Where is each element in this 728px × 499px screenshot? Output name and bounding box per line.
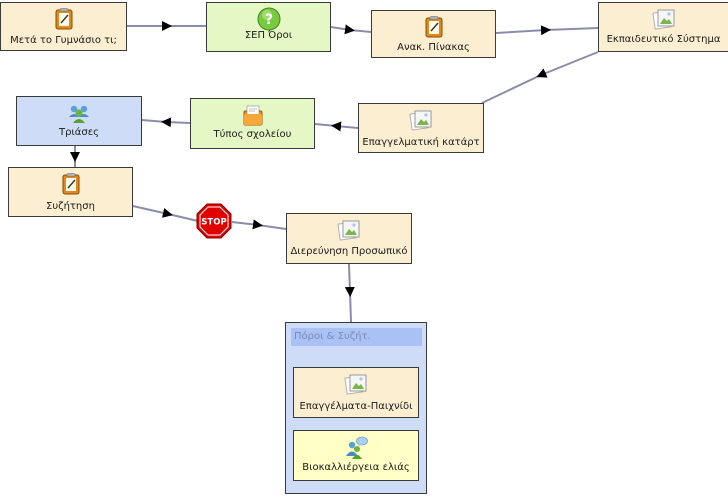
transition-arrow-9	[231, 219, 287, 230]
transition-arrow-10	[344, 263, 355, 323]
node-label: Επαγγελματική κατάρτ	[362, 137, 480, 148]
svg-text:?: ?	[264, 12, 272, 28]
transition-arrow-4	[481, 51, 599, 104]
image-icon	[409, 110, 432, 131]
notepad-icon	[425, 16, 442, 38]
optional-activities-group[interactable]: Πόροι & Συζήτ. Επαγγέλματα-Παιχνίδι Βιοκ…	[285, 322, 427, 494]
transition-arrow-6	[141, 117, 191, 128]
notepad-icon	[55, 8, 72, 30]
chat-icon	[346, 436, 368, 459]
node-label: Τριάσες	[58, 127, 100, 138]
node-label: Βιοκαλλιέργεια ελιάς	[302, 462, 410, 473]
image-icon	[651, 9, 674, 30]
activity-node-ekpaideutiko-systima[interactable]: Εκπαιδευτικό Σύστημα	[598, 2, 728, 52]
image-icon	[344, 374, 367, 395]
condition-node-sep-oroi[interactable]: ? ΣΕΠ Όροι	[206, 2, 331, 52]
grouping-node-triases[interactable]: Τριάσες	[16, 96, 142, 146]
activity-node-epaggelmata-paixnidi[interactable]: Επαγγέλματα-Παιχνίδι	[293, 367, 419, 418]
activity-node-meta-to-gymnasio[interactable]: Μετά το Γυμνάσιο τι;	[0, 2, 127, 51]
transition-arrow-5	[314, 121, 359, 132]
notepad-icon	[62, 173, 79, 195]
group-icon	[69, 105, 89, 123]
transition-arrow-8	[132, 205, 199, 222]
transition-arrow-2	[330, 24, 372, 35]
node-label: Επαγγέλματα-Παιχνίδι	[299, 401, 413, 412]
folder-icon	[243, 105, 262, 126]
image-icon	[337, 220, 360, 241]
group-title: Πόροι & Συζήτ.	[291, 328, 422, 346]
help-icon: ?	[257, 7, 280, 31]
node-label: Μετά το Γυμνάσιο τι;	[10, 35, 117, 46]
node-label: ΣΕΠ Όροι	[244, 30, 293, 41]
transition-arrow-3	[495, 25, 599, 36]
activity-node-epaggelmatiki-katart[interactable]: Επαγγελματική κατάρτ	[358, 103, 484, 153]
stop-sign-icon[interactable]: STOP	[196, 203, 232, 239]
node-label: Τύπος σχολείου	[213, 129, 292, 140]
stop-gate-label: STOP	[201, 218, 226, 228]
node-label: Διερεύνηση Προσωπικό	[290, 246, 408, 257]
node-label: Συζήτηση	[46, 201, 95, 212]
activity-node-anak-pinakas[interactable]: Ανακ. Πίνακας	[371, 10, 496, 58]
activity-node-dierevnisi-prosopiko[interactable]: Διερεύνηση Προσωπικό	[286, 213, 412, 264]
node-label: Ανακ. Πίνακας	[397, 42, 470, 53]
node-label: Εκπαιδευτικό Σύστημα	[606, 34, 721, 45]
chat-node-viokalliergeia-elias[interactable]: Βιοκαλλιέργεια ελιάς	[293, 430, 419, 481]
activity-node-syzitisi[interactable]: Συζήτηση	[8, 167, 133, 217]
condition-node-typos-sxoleiou[interactable]: Τύπος σχολείου	[190, 98, 315, 149]
